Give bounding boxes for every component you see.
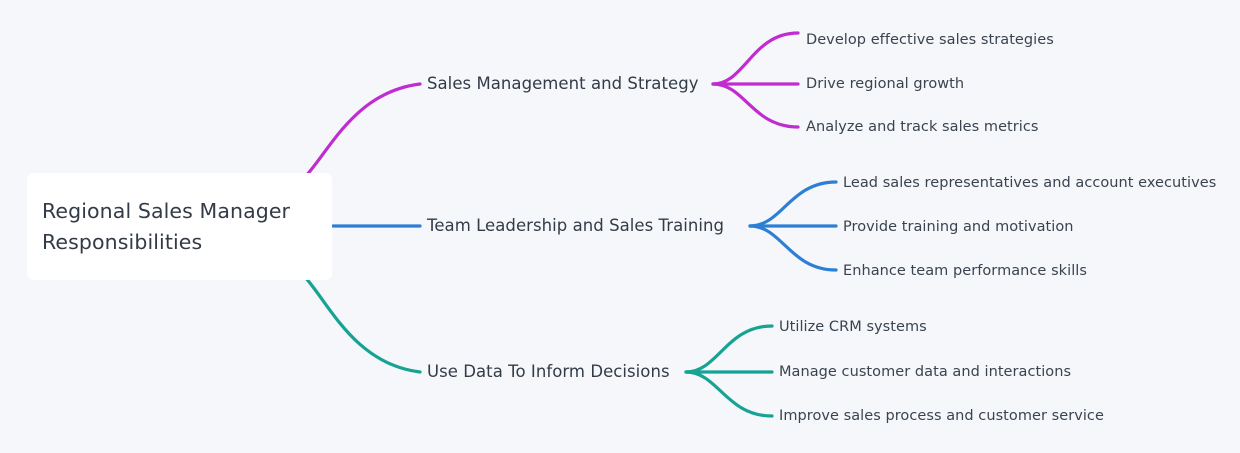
leaf-label-enhance-team-performance-skills[interactable]: Enhance team performance skills	[843, 263, 1087, 279]
leaf-label-improve-sales-process-and-customer-service[interactable]: Improve sales process and customer servi…	[779, 408, 1104, 424]
leaf-connector-2-2	[684, 370, 774, 418]
leaf-connector-2-0	[684, 324, 774, 374]
leaf-label-utilize-crm-systems[interactable]: Utilize CRM systems	[779, 319, 927, 335]
leaf-connector-1-2	[748, 224, 838, 272]
branch-trunk-2	[303, 275, 422, 374]
root-node-line-2: Responsibilities	[42, 229, 203, 254]
leaf-label-lead-sales-representatives-and-account-executives[interactable]: Lead sales representatives and account e…	[843, 175, 1217, 191]
leaf-label-provide-training-and-motivation[interactable]: Provide training and motivation	[843, 219, 1074, 235]
root-node[interactable]: Regional Sales Manager Responsibilities	[27, 173, 332, 280]
branch-label-sales-management-and-strategy[interactable]: Sales Management and Strategy	[427, 74, 699, 93]
branch-label-team-leadership-and-sales-training[interactable]: Team Leadership and Sales Training	[427, 216, 725, 235]
root-node-line-1: Regional Sales Manager	[42, 198, 291, 223]
leaf-connector-0-0	[711, 31, 800, 86]
leaf-label-drive-regional-growth[interactable]: Drive regional growth	[806, 76, 965, 92]
leaf-connector-0-2	[711, 82, 800, 129]
leaf-label-manage-customer-data-and-interactions[interactable]: Manage customer data and interactions	[779, 364, 1072, 380]
branch-label-use-data-to-inform-decisions[interactable]: Use Data To Inform Decisions	[427, 362, 670, 381]
leaf-label-analyze-and-track-sales-metrics[interactable]: Analyze and track sales metrics	[806, 119, 1039, 135]
branch-trunk-0	[303, 82, 422, 179]
leaf-label-develop-effective-sales-strategies[interactable]: Develop effective sales strategies	[806, 32, 1054, 48]
leaf-connector-1-0	[748, 180, 838, 228]
